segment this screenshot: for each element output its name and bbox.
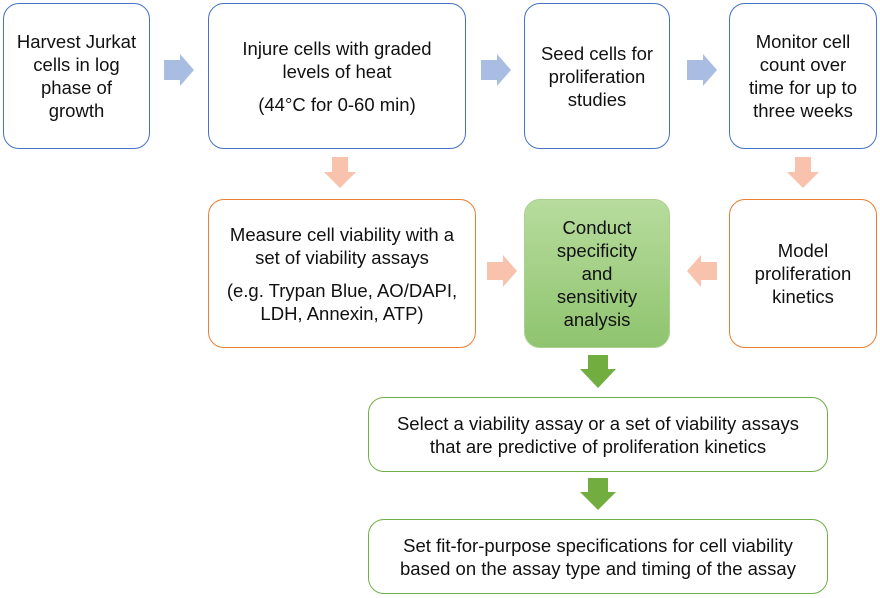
model-line-2: proliferation <box>754 263 852 284</box>
injure-note: (44°C for 0-60 min) <box>258 93 416 115</box>
seed-line-3: studies <box>567 88 627 110</box>
seed-line-1: Seed cells for <box>540 42 654 64</box>
measure-line-1: Measure cell viability with a <box>229 223 455 245</box>
node-seed: Seed cells for proliferation studies <box>524 3 670 149</box>
injure-line-2: levels of heat <box>282 60 392 82</box>
specs-line-2: based on the assay type and timing of th… <box>400 557 796 579</box>
measure-line-2: set of viability assays <box>255 246 429 268</box>
select-line-1: Select a viability assay or a set of via… <box>396 412 800 434</box>
analysis-line-3: and <box>581 263 613 284</box>
monitor-line-3: time for up to <box>749 77 857 98</box>
model-line-3: kinetics <box>772 286 834 307</box>
harvest-line-2: cells in log <box>33 54 120 75</box>
analysis-line-4: sensitivity <box>556 286 638 307</box>
arrow-monitor-to-model <box>787 157 819 188</box>
node-harvest: Harvest Jurkat cells in log phase of gro… <box>3 3 150 149</box>
monitor-line-4: three weeks <box>753 100 853 121</box>
arrow-model-to-analysis <box>687 255 717 287</box>
analysis-line-2: specificity <box>556 240 638 261</box>
analysis-line-5: analysis <box>563 309 631 330</box>
node-measure: Measure cell viability with a set of via… <box>208 199 476 348</box>
seed-line-2: proliferation <box>548 65 646 87</box>
arrow-harvest-to-injure <box>164 54 194 86</box>
arrow-analysis-to-select <box>580 355 616 388</box>
harvest-line-3: phase of <box>41 77 112 98</box>
specs-line-1: Set fit-for-purpose specifications for c… <box>403 534 793 556</box>
measure-note-1: (e.g. Trypan Blue, AO/DAPI, <box>226 279 458 301</box>
node-model: Model proliferation kinetics <box>729 199 877 348</box>
node-select: Select a viability assay or a set of via… <box>368 397 828 472</box>
injure-line-1: Injure cells with graded <box>242 37 432 59</box>
node-analysis: Conduct specificity and sensitivity anal… <box>524 199 670 348</box>
select-line-2: that are predictive of proliferation kin… <box>429 435 767 457</box>
node-injure: Injure cells with graded levels of heat … <box>208 3 466 149</box>
node-monitor: Monitor cell count over time for up to t… <box>729 3 877 149</box>
monitor-line-1: Monitor cell <box>755 31 851 52</box>
monitor-line-2: count over <box>759 54 847 75</box>
arrow-injure-to-seed <box>481 54 511 86</box>
arrow-injure-to-measure <box>324 157 356 188</box>
harvest-line-1: Harvest Jurkat <box>16 31 137 52</box>
arrow-measure-to-analysis <box>487 255 517 287</box>
analysis-line-1: Conduct <box>562 217 632 238</box>
measure-note-2: LDH, Annexin, ATP) <box>260 302 424 324</box>
model-line-1: Model <box>777 240 829 261</box>
arrow-select-to-specs <box>580 478 616 510</box>
harvest-line-4: growth <box>48 100 105 121</box>
arrow-seed-to-monitor <box>687 54 717 86</box>
node-specs: Set fit-for-purpose specifications for c… <box>368 519 828 594</box>
